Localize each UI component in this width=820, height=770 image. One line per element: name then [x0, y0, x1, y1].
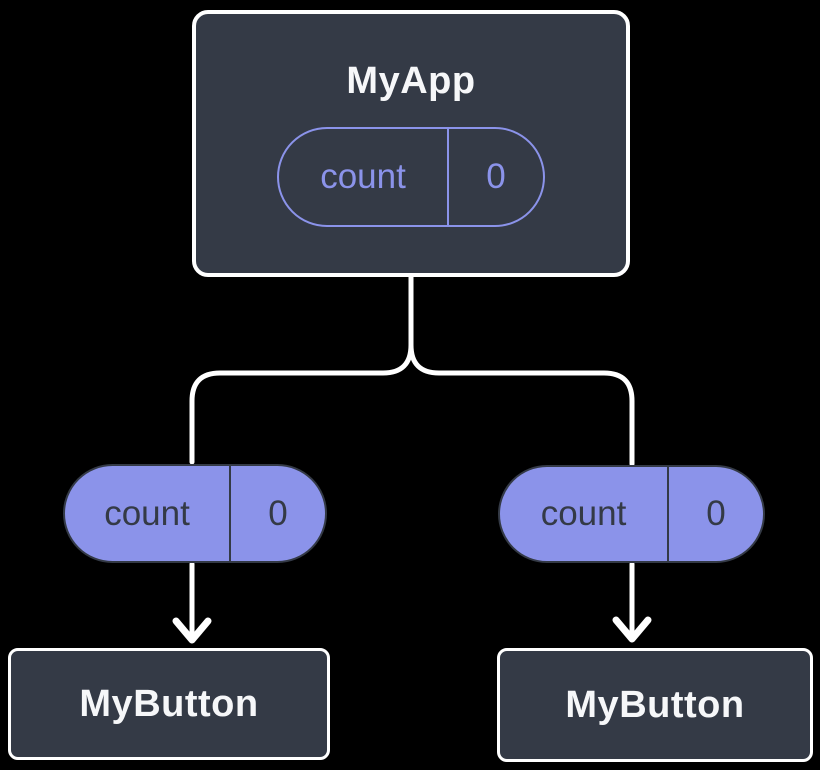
arrow-head-right — [612, 616, 652, 643]
node-myapp-title: MyApp — [346, 60, 476, 102]
node-myapp: MyApp count 0 — [192, 10, 630, 277]
branch-line-left — [189, 274, 414, 465]
arrow-head-left — [172, 617, 212, 644]
prop-pill-right-value: 0 — [706, 494, 726, 533]
state-pill-myapp: count 0 — [277, 127, 545, 227]
prop-pill-left-key: count — [104, 493, 190, 533]
prop-pill-right-divider — [667, 467, 669, 561]
prop-pill-left-divider — [229, 466, 231, 561]
state-pill-divider — [447, 129, 449, 225]
prop-pill-left-value: 0 — [268, 493, 288, 533]
state-pill-value: 0 — [486, 157, 506, 196]
node-mybutton-right-title: MyButton — [565, 683, 745, 726]
branch-line-right — [408, 274, 635, 467]
node-mybutton-right: MyButton — [497, 648, 813, 762]
state-pill-key: count — [320, 157, 406, 196]
node-mybutton-left: MyButton — [8, 648, 330, 760]
prop-pill-right-key: count — [540, 494, 627, 533]
prop-pill-right: count 0 — [498, 465, 765, 563]
node-mybutton-left-title: MyButton — [79, 682, 259, 725]
prop-pill-left: count 0 — [63, 464, 327, 563]
